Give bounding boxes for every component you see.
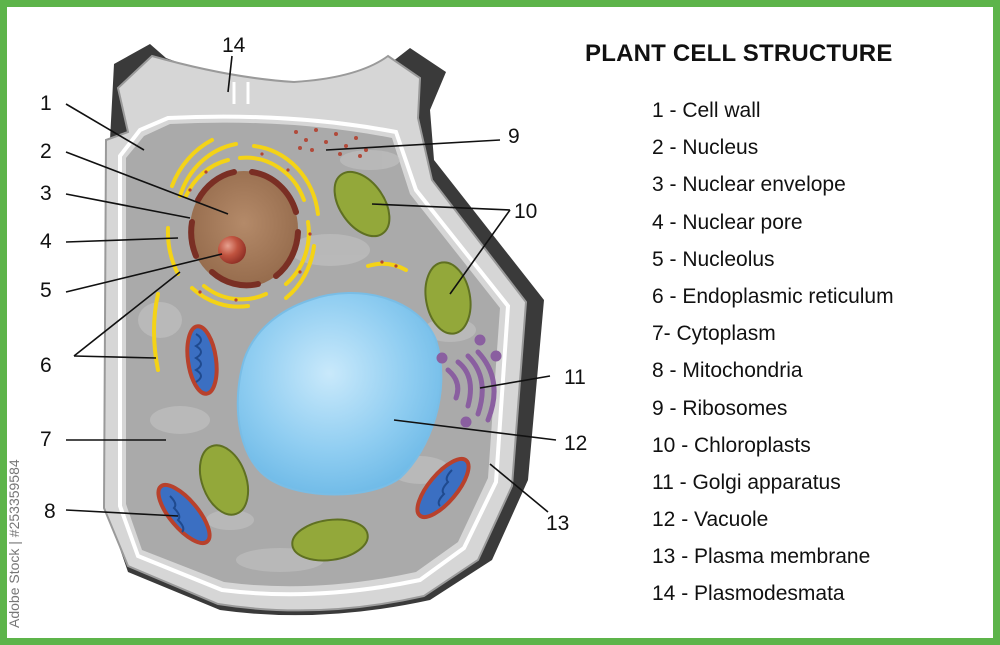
callout-7: 7: [40, 428, 52, 451]
ribosomes: [294, 128, 368, 158]
callout-5: 5: [40, 279, 52, 302]
callout-12: 12: [564, 432, 587, 455]
legend-item: 9 - Ribosomes: [652, 396, 788, 420]
legend-item: 7- Cytoplasm: [652, 322, 776, 346]
legend-item: 11 - Golgi apparatus: [652, 470, 841, 494]
endoplasmic-reticulum: [152, 138, 408, 372]
stock-id-label: Adobe Stock | #253359584: [6, 459, 22, 628]
legend-item: 10 - Chloroplasts: [652, 433, 811, 457]
leader-lines: [65, 55, 557, 517]
nucleolus: [218, 236, 246, 264]
golgi-apparatus: [436, 334, 502, 428]
legend-item: 4 - Nuclear pore: [652, 210, 803, 234]
plasmodesmata: [232, 82, 250, 104]
er-ribosome-dots: [188, 152, 398, 302]
plasma-membrane: [118, 114, 511, 597]
nuclear-envelope: [188, 169, 301, 289]
callout-8: 8: [44, 500, 56, 523]
callout-3: 3: [40, 182, 52, 205]
legend-item: 8 - Mitochondria: [652, 359, 803, 383]
callout-2: 2: [40, 140, 52, 163]
chloroplasts: [198, 170, 472, 562]
callout-6: 6: [40, 354, 52, 377]
legend-list: 1 - Cell wall 2 - Nucleus 3 - Nuclear en…: [652, 97, 894, 618]
callout-numbers: 1 2 3 4 5 6 7 8 9 10 11 12 13 14: [40, 34, 587, 535]
callout-9: 9: [508, 125, 520, 148]
callout-11: 11: [564, 366, 586, 389]
callout-13: 13: [546, 512, 569, 535]
diagram-title: PLANT CELL STRUCTURE: [585, 40, 893, 67]
legend-item: 6 - Endoplasmic reticulum: [652, 284, 894, 308]
callout-1: 1: [40, 92, 52, 115]
legend-item: 2 - Nucleus: [652, 136, 759, 160]
callout-4: 4: [40, 230, 52, 253]
vacuole: [236, 292, 443, 496]
legend-item: 14 - Plasmodesmata: [652, 582, 845, 606]
legend-item: 12 - Vacuole: [652, 508, 769, 532]
legend-item: 5 - Nucleolus: [652, 247, 775, 271]
legend-item: 3 - Nuclear envelope: [652, 173, 846, 197]
callout-14: 14: [222, 34, 246, 57]
legend-item: 13 - Plasma membrane: [652, 545, 871, 569]
callout-10: 10: [514, 200, 537, 223]
legend-item: 1 - Cell wall: [652, 99, 761, 122]
mitochondria: [156, 324, 471, 546]
nucleus: [190, 171, 298, 287]
